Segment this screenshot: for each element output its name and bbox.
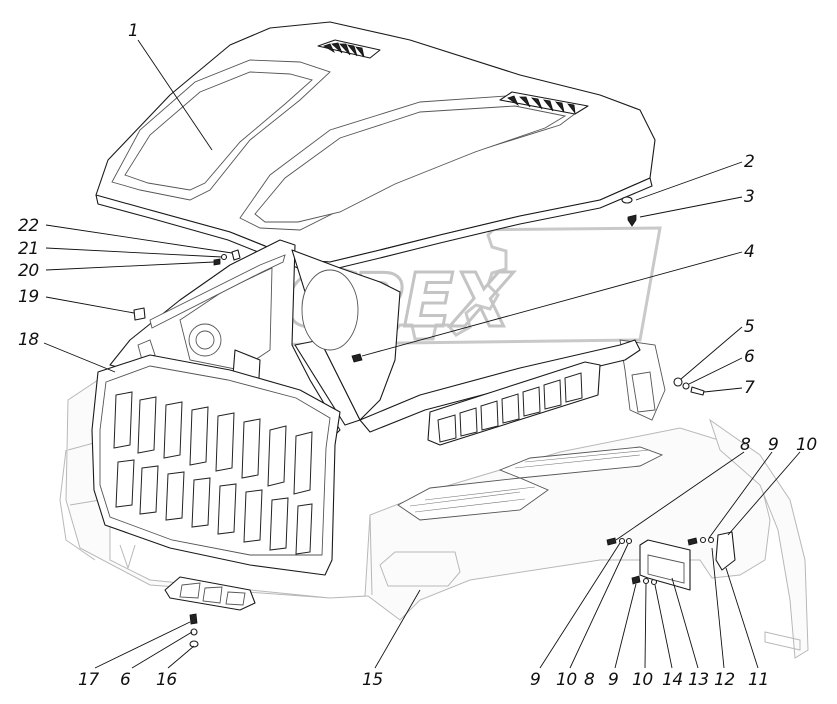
callout-8-lower: 8 [584, 670, 595, 690]
bolt-7 [690, 386, 705, 396]
cab-body-outline [59, 339, 809, 659]
bolt-3 [627, 214, 637, 227]
leader-lines [43, 39, 801, 669]
callout-15: 15 [362, 670, 383, 690]
callout-21: 21 [18, 239, 39, 259]
clip-19 [133, 307, 146, 321]
hood-vent-right [499, 91, 589, 115]
bolt-17 [189, 613, 198, 625]
front-grille [91, 354, 341, 576]
callout-16: 16 [156, 670, 177, 690]
callout-6-lower: 6 [120, 670, 131, 690]
callout-4: 4 [744, 242, 754, 262]
callout-12: 12 [714, 670, 735, 690]
washer-9-upper [618, 537, 626, 545]
washer-21 [220, 253, 228, 261]
nut-16 [189, 640, 199, 648]
bolt-4 [351, 353, 363, 363]
fasteners [133, 196, 736, 648]
callout-5: 5 [744, 317, 754, 337]
washer-6 [682, 382, 690, 390]
nut-20 [213, 258, 221, 266]
callout-13: 13 [688, 670, 709, 690]
callout-18: 18 [18, 330, 39, 350]
nut-10-upper [625, 537, 633, 545]
grille-slots [113, 391, 313, 555]
callout-20: 20 [18, 261, 39, 281]
callout-labels: 1 2 3 4 5 6 7 8 9 10 18 19 20 21 22 17 6… [18, 21, 817, 690]
callout-11: 11 [748, 670, 769, 690]
callout-6: 6 [744, 347, 755, 367]
callout-9: 9 [768, 435, 778, 455]
front-crossmember [359, 339, 641, 433]
callout-1: 1 [128, 21, 138, 41]
callout-10-lower-a: 10 [556, 670, 577, 690]
callout-10-lower-b: 10 [632, 670, 653, 690]
bolt-22 [231, 249, 241, 261]
hood [95, 21, 656, 271]
washer-2 [621, 196, 633, 204]
callout-2: 2 [744, 152, 754, 172]
hood-vent-left [317, 39, 381, 59]
step-pad-right [498, 446, 664, 479]
callout-17: 17 [78, 670, 99, 690]
callout-3: 3 [744, 187, 754, 207]
front-bumper [65, 371, 771, 621]
callout-10: 10 [796, 435, 817, 455]
bolt-8-upper [606, 537, 617, 546]
washer-6-lower [190, 628, 198, 636]
wheel-arch [709, 418, 809, 659]
callout-22: 22 [18, 216, 39, 236]
washer-5 [673, 377, 683, 387]
callout-14: 14 [662, 670, 683, 690]
fog-lamp [379, 551, 461, 587]
callout-8: 8 [740, 435, 751, 455]
bumper-vent-grille [427, 361, 601, 446]
under-bracket-left [164, 576, 256, 611]
callout-7: 7 [744, 378, 755, 398]
callout-19: 19 [18, 287, 39, 307]
callout-9-lower-b: 9 [608, 670, 618, 690]
callout-9-lower-a: 9 [530, 670, 540, 690]
